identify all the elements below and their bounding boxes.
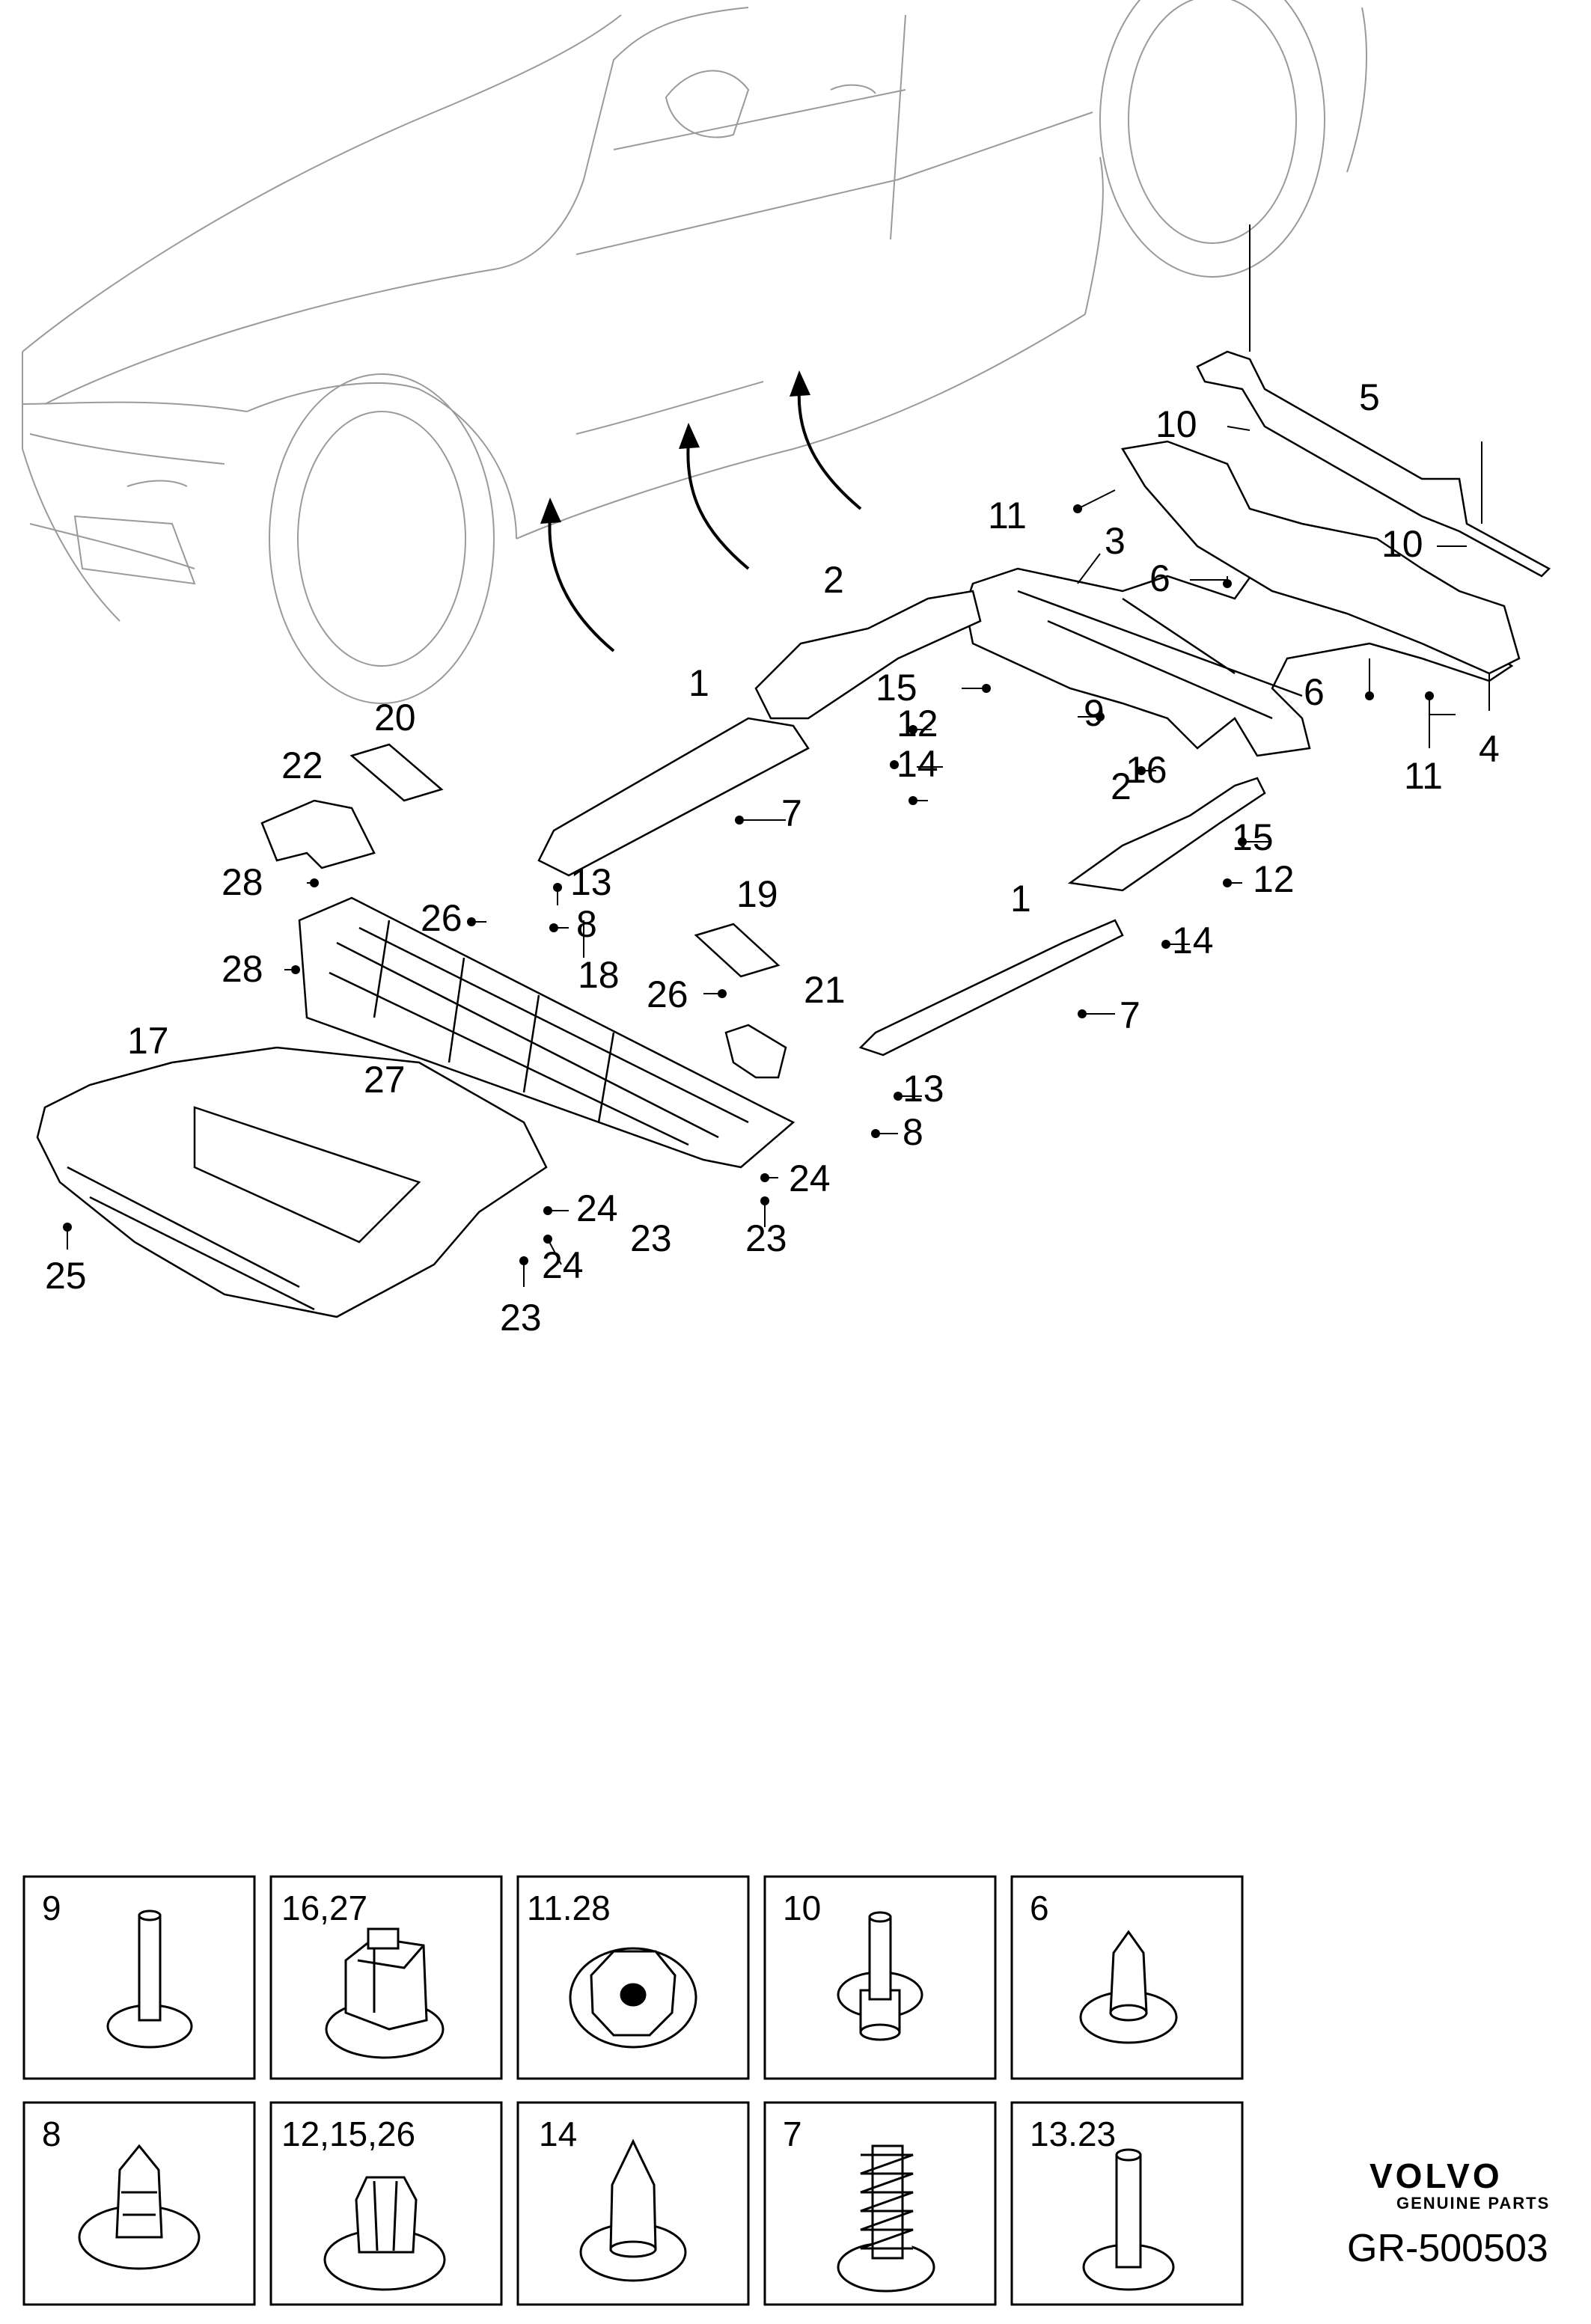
callout-label: 12 — [1253, 858, 1295, 900]
callout-label: 15 — [1232, 816, 1274, 858]
callout-label: 24 — [789, 1158, 831, 1199]
legend-icons — [78, 1909, 1178, 2293]
callout-label: 10 — [1155, 403, 1197, 445]
part-2-sill-right — [1067, 777, 1266, 892]
callout-label: 8 — [903, 1111, 923, 1153]
spring-clip-icon — [323, 2176, 446, 2291]
callout-label: 26 — [647, 973, 688, 1015]
brand-block: VOLVO GENUINE PARTS GR-500503 — [1347, 2156, 1550, 2270]
callout-label: 23 — [630, 1217, 672, 1259]
arrow-head-icon — [679, 423, 700, 449]
callout-label: 1 — [688, 662, 709, 704]
arrow-head-icon — [790, 370, 810, 397]
callout-label: 12 — [897, 703, 938, 744]
callout-label: 14 — [1172, 920, 1214, 961]
callout-label: 28 — [222, 861, 263, 903]
callout-label: 28 — [222, 948, 263, 990]
callout-label: 9 — [1084, 692, 1105, 734]
callout-label: 5 — [1359, 376, 1380, 418]
legend-labels: 9 16,27 11.28 10 6 8 12,15,26 14 7 13.23 — [42, 1889, 1116, 2153]
parts-line-art — [36, 350, 1551, 1318]
callout-label: 11 — [988, 495, 1027, 536]
callout-label: 27 — [364, 1059, 406, 1101]
callout-label: 15 — [876, 667, 917, 709]
callout-label: 24 — [576, 1187, 618, 1229]
callout-label: 19 — [736, 873, 778, 915]
part-17-undertray — [36, 1046, 548, 1318]
legend-label: 12,15,26 — [281, 2114, 415, 2153]
callout-label: 13 — [570, 861, 612, 903]
callout-label: 3 — [1105, 520, 1126, 562]
part-2-sill-left — [754, 590, 982, 720]
callout-label: 8 — [576, 903, 597, 945]
direction-arrows — [548, 388, 862, 652]
callout-label: 1 — [1010, 878, 1031, 920]
legend-label: 8 — [42, 2114, 61, 2153]
callout-label: 6 — [1304, 671, 1325, 713]
callout-label: 24 — [542, 1244, 584, 1286]
callout-label: 18 — [578, 954, 620, 996]
legend-label: 13.23 — [1030, 2114, 1116, 2153]
pin-icon — [1082, 2148, 1175, 2291]
callout-label: 26 — [421, 897, 462, 939]
legend-label: 10 — [783, 1889, 821, 1927]
part-1-sill-right — [858, 919, 1124, 1056]
callout-label: 13 — [903, 1068, 944, 1110]
legend-label: 11.28 — [527, 1889, 611, 1927]
fastener-dot — [890, 760, 899, 769]
legend-label: 9 — [42, 1889, 61, 1927]
legend-label: 16,27 — [281, 1889, 367, 1927]
callout-label: 21 — [804, 969, 846, 1011]
push-rivet-icon — [106, 1909, 193, 2049]
legend-label: 14 — [539, 2114, 577, 2153]
part-19-foam — [694, 923, 781, 978]
callout-label: 2 — [1111, 765, 1132, 807]
part-5-brace — [1196, 350, 1551, 578]
clip-nut-icon — [325, 1927, 445, 2059]
part-22-bracket — [260, 799, 376, 869]
brand-logo: VOLVO — [1369, 2156, 1503, 2195]
part-20-foam — [349, 743, 444, 802]
callout-label: 23 — [745, 1217, 787, 1259]
callout-label: 4 — [1479, 728, 1500, 770]
callout-label: 20 — [374, 697, 416, 739]
arrow-head-icon — [540, 498, 561, 524]
callout-label: 16 — [1126, 749, 1167, 791]
pointed-rivet-icon — [1079, 1930, 1178, 2044]
cap-rivet-icon — [78, 2144, 201, 2270]
leader-lines — [67, 224, 1490, 1287]
callout-label: 25 — [45, 1255, 87, 1297]
stud-bolt-icon — [837, 1911, 923, 2041]
callout-label: 7 — [781, 792, 802, 834]
callout-label: 10 — [1381, 523, 1423, 565]
brand-tagline: GENUINE PARTS — [1396, 2194, 1550, 2213]
callout-label: 17 — [127, 1020, 169, 1062]
vehicle-outline — [22, 0, 1367, 704]
part-21-bracket — [724, 1024, 787, 1079]
diagram-code: GR-500503 — [1347, 2227, 1548, 2270]
callout-label: 6 — [1149, 557, 1170, 599]
part-18-grid-panel — [298, 896, 796, 1169]
fastener-dots — [63, 504, 1434, 1265]
part-4-brace — [1120, 440, 1521, 675]
flange-nut-icon — [569, 1947, 697, 2049]
callout-label: 7 — [1120, 994, 1140, 1036]
callout-labels: 1 1 2 2 3 4 5 6 6 7 7 8 8 9 10 10 11 11 … — [45, 376, 1500, 1339]
legend-label: 6 — [1030, 1889, 1049, 1927]
callout-label: 22 — [281, 744, 323, 786]
part-1-sill-left — [537, 717, 810, 877]
legend-label: 7 — [783, 2114, 802, 2153]
callout-label: 2 — [823, 559, 844, 601]
fir-tree-clip-icon — [837, 2144, 935, 2293]
callout-label: 23 — [500, 1297, 542, 1339]
callout-label: 11 — [1404, 755, 1443, 797]
bullet-rivet-icon — [579, 2138, 687, 2282]
callout-label: 14 — [897, 743, 938, 785]
